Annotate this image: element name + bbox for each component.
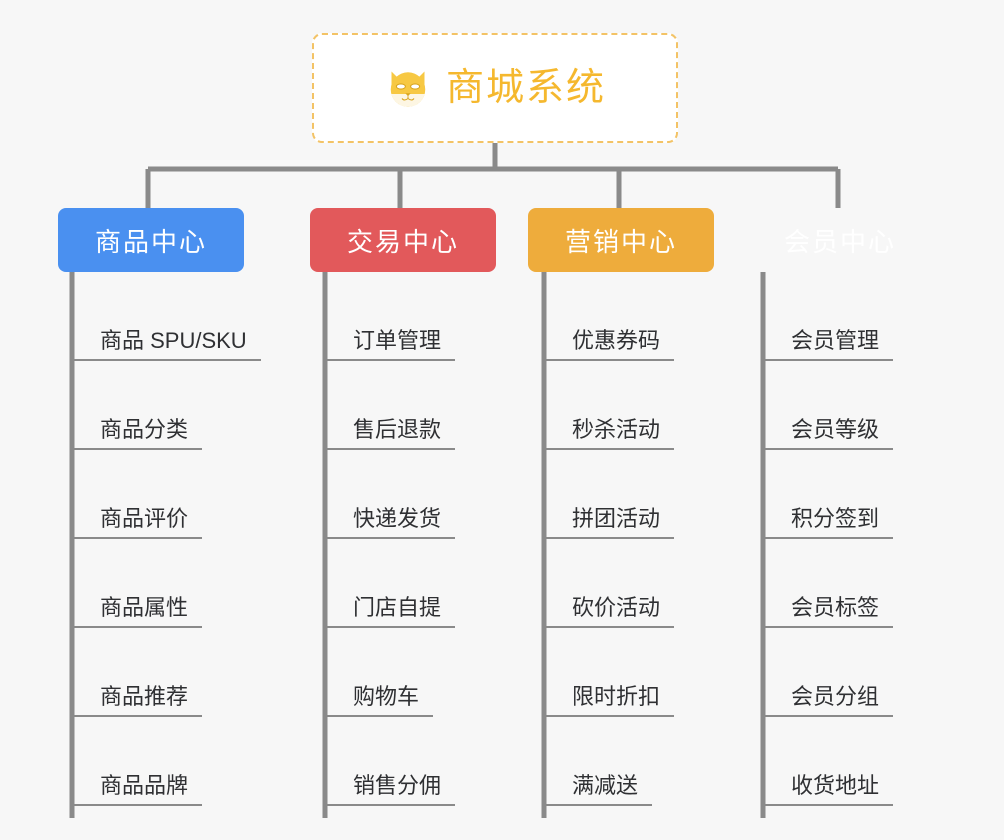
leaf-item[interactable]: 商品评价 bbox=[72, 450, 261, 539]
leaf-label: 门店自提 bbox=[325, 595, 456, 628]
leaf-item[interactable]: 会员标签 bbox=[763, 539, 894, 628]
leaf-label: 会员管理 bbox=[763, 328, 894, 361]
root-title: 商城系统 bbox=[445, 67, 606, 109]
leaf-item[interactable]: 售后退款 bbox=[325, 361, 456, 450]
leaf-label: 商品 SPU/SKU bbox=[72, 328, 261, 361]
leaf-label: 商品评价 bbox=[72, 506, 203, 539]
category-box-交易中心[interactable]: 交易中心 bbox=[310, 208, 496, 272]
leaf-label: 优惠券码 bbox=[544, 328, 675, 361]
leaf-item[interactable]: 订单管理 bbox=[325, 272, 456, 361]
leaf-item[interactable]: 快递发货 bbox=[325, 450, 456, 539]
leaf-label: 销售分佣 bbox=[325, 773, 456, 806]
leaf-item[interactable]: 秒杀活动 bbox=[544, 361, 675, 450]
category-box-营销中心[interactable]: 营销中心 bbox=[528, 208, 714, 272]
leaf-label: 会员标签 bbox=[763, 595, 894, 628]
leaf-item[interactable]: 商品推荐 bbox=[72, 628, 261, 717]
leaf-item[interactable]: 拼团活动 bbox=[544, 450, 675, 539]
leaf-item[interactable]: 会员等级 bbox=[763, 361, 894, 450]
category-box-会员中心[interactable]: 会员中心 bbox=[747, 208, 933, 272]
leaf-column-交易中心: 订单管理 售后退款 快递发货 门店自提 购物车 销售分佣 bbox=[325, 272, 456, 806]
leaf-label: 商品分类 bbox=[72, 417, 203, 450]
leaf-column-商品中心: 商品 SPU/SKU 商品分类 商品评价 商品属性 商品推荐 商品品牌 bbox=[72, 272, 261, 806]
category-label: 商品中心 bbox=[94, 226, 207, 257]
leaf-item[interactable]: 会员分组 bbox=[763, 628, 894, 717]
leaf-item[interactable]: 会员管理 bbox=[763, 272, 894, 361]
leaf-item[interactable]: 满减送 bbox=[544, 717, 674, 806]
root-node[interactable]: 商城系统 bbox=[312, 33, 678, 143]
leaf-label: 售后退款 bbox=[325, 417, 456, 450]
leaf-item[interactable]: 砍价活动 bbox=[544, 539, 675, 628]
leaf-item[interactable]: 商品分类 bbox=[72, 361, 261, 450]
leaf-item[interactable]: 门店自提 bbox=[325, 539, 456, 628]
leaf-label: 积分签到 bbox=[763, 506, 894, 539]
leaf-item[interactable]: 销售分佣 bbox=[325, 717, 456, 806]
category-box-商品中心[interactable]: 商品中心 bbox=[58, 208, 244, 272]
category-label: 会员中心 bbox=[783, 226, 896, 257]
leaf-label: 购物车 bbox=[325, 684, 434, 717]
leaf-label: 会员分组 bbox=[763, 684, 894, 717]
leaf-item[interactable]: 限时折扣 bbox=[544, 628, 675, 717]
category-label: 交易中心 bbox=[346, 226, 459, 257]
leaf-label: 秒杀活动 bbox=[544, 417, 675, 450]
leaf-label: 收货地址 bbox=[763, 773, 894, 806]
leaf-item[interactable]: 优惠券码 bbox=[544, 272, 675, 361]
shiba-dog-face-icon bbox=[390, 71, 426, 107]
leaf-label: 商品品牌 bbox=[72, 773, 203, 806]
leaf-label: 满减送 bbox=[544, 773, 653, 806]
leaf-item[interactable]: 收货地址 bbox=[763, 717, 894, 806]
leaf-item[interactable]: 商品属性 bbox=[72, 539, 261, 628]
category-label: 营销中心 bbox=[564, 226, 677, 257]
leaf-label: 订单管理 bbox=[325, 328, 456, 361]
leaf-label: 商品属性 bbox=[72, 595, 203, 628]
leaf-column-会员中心: 会员管理 会员等级 积分签到 会员标签 会员分组 收货地址 bbox=[763, 272, 894, 806]
leaf-column-营销中心: 优惠券码 秒杀活动 拼团活动 砍价活动 限时折扣 满减送 bbox=[544, 272, 675, 806]
leaf-label: 砍价活动 bbox=[544, 595, 675, 628]
leaf-item[interactable]: 商品品牌 bbox=[72, 717, 261, 806]
leaf-item[interactable]: 积分签到 bbox=[763, 450, 894, 539]
leaf-label: 限时折扣 bbox=[544, 684, 675, 717]
leaf-label: 商品推荐 bbox=[72, 684, 203, 717]
leaf-label: 会员等级 bbox=[763, 417, 894, 450]
leaf-label: 拼团活动 bbox=[544, 506, 675, 539]
leaf-item[interactable]: 商品 SPU/SKU bbox=[72, 272, 261, 361]
leaf-label: 快递发货 bbox=[325, 506, 456, 539]
leaf-item[interactable]: 购物车 bbox=[325, 628, 455, 717]
